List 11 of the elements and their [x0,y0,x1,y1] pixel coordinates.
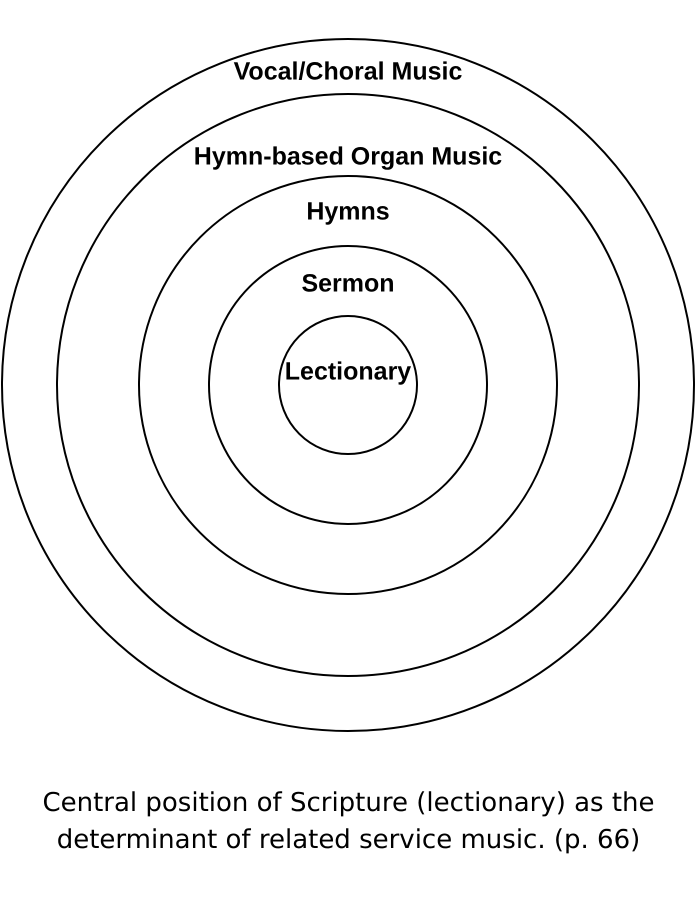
ring-label: Hymns [305,198,391,226]
ring-label: Lectionary [284,358,412,386]
ring-label: Sermon [300,270,396,298]
ring-label: Vocal/Choral Music [232,58,464,86]
caption: Central position of Scripture (lectionary) as the determinant of related service music. (p. 66) [41,787,656,857]
concentric-circle [208,245,488,525]
concentric-circle [138,175,558,595]
concentric-circle [56,93,640,677]
concentric-circle [1,38,695,732]
ring-label: Hymn-based Organ Music [192,143,504,171]
concentric-circle [278,315,418,455]
